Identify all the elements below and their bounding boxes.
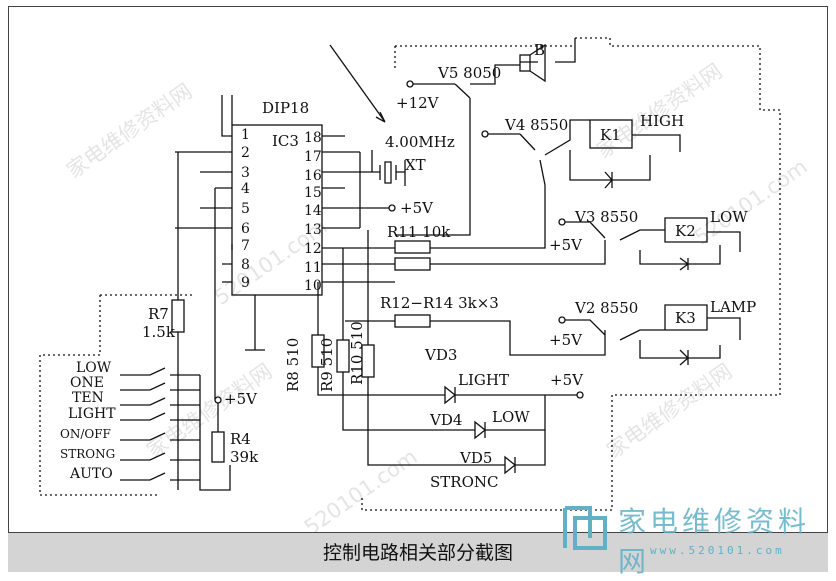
switch-auto-label: AUTO	[69, 466, 113, 482]
v2-transistor-label: V2 8550	[574, 299, 638, 317]
vd4-function-label: LOW	[492, 408, 530, 426]
k3-function-label: LAMP	[710, 298, 756, 316]
crystal-ref-label: XT	[405, 156, 426, 174]
watermark-logo-icon	[563, 506, 607, 550]
ic-package-label: DIP18	[262, 99, 309, 117]
v5-led-label: +5V	[550, 371, 584, 389]
pin-14: 14	[304, 203, 322, 219]
k2-function-label: LOW	[710, 208, 748, 226]
ic-left-pins: 1 2 3 4 5 6 7 8 9	[241, 127, 250, 291]
v4-transistor-label: V4 8550	[504, 116, 568, 134]
vd4-label: VD4	[429, 411, 462, 429]
r7-label: R7	[148, 305, 169, 323]
v5-v3-label: +5V	[549, 236, 583, 254]
pin-18: 18	[304, 130, 322, 146]
k2-label: K2	[675, 222, 696, 240]
v12-label: +12V	[396, 94, 440, 112]
r12-r14-label: R12−R14 3k×3	[380, 294, 499, 312]
r11-label: R11 10k	[387, 223, 451, 241]
diagram-caption: 控制电路相关部分截图	[322, 542, 513, 564]
watermark-logo-text: 家电维修资料网	[618, 505, 811, 578]
pin-15: 15	[304, 185, 322, 201]
pin-6: 6	[241, 221, 250, 237]
pin-9: 9	[241, 275, 250, 291]
ic-right-pins: 18 17 16 15 14 13 12 11 10	[304, 130, 322, 294]
v3-transistor-label: V3 8550	[574, 208, 638, 226]
r7-value-label: 1.5k	[142, 323, 176, 341]
pin-1: 1	[241, 127, 250, 143]
k1-function-label: HIGH	[640, 112, 684, 130]
ic-name-label: IC3	[272, 132, 299, 150]
pin-7: 7	[241, 238, 250, 254]
switch-low-label: LOW	[76, 360, 112, 376]
switch-onoff-label: ON/OFF	[60, 427, 111, 441]
switch-light-label: LIGHT	[68, 406, 116, 422]
v5-v2-label: +5V	[549, 331, 583, 349]
diagram-frame	[8, 6, 828, 572]
pin-3: 3	[241, 165, 250, 181]
vd5-function-label: STRONC	[430, 473, 498, 491]
switch-one-label: ONE	[70, 375, 104, 391]
switch-strong-label: STRONG	[60, 447, 115, 461]
switch-labels: LOW ONE TEN LIGHT ON/OFF STRONG AUTO	[60, 360, 116, 482]
vd3-function-label: LIGHT	[458, 371, 509, 389]
pin-17: 17	[304, 149, 322, 165]
vd5-label: VD5	[459, 449, 492, 467]
crystal-freq-label: 4.00MHz	[385, 133, 455, 151]
k3-label: K3	[675, 309, 696, 327]
caption-bar: 控制电路相关部分截图	[8, 532, 828, 572]
r9-label: R9 510	[318, 338, 336, 392]
v5-transistor-label: V5 8050	[437, 64, 501, 82]
k1-label: K1	[600, 126, 621, 144]
r8-label: R8 510	[284, 338, 302, 392]
pin-8: 8	[241, 257, 250, 273]
pin-5: 5	[241, 201, 250, 217]
buzzer-label: B	[534, 41, 545, 59]
vd3-label: VD3	[424, 346, 457, 364]
v5-ic-label: +5V	[400, 199, 434, 217]
switch-ten-label: TEN	[72, 390, 104, 406]
v5-r4-label: +5V	[224, 390, 258, 408]
pin-11: 11	[304, 260, 322, 276]
r10-label: R10 510	[348, 321, 366, 385]
watermark-logo-url: www.520101.com	[650, 544, 785, 557]
pin-2: 2	[241, 145, 250, 161]
pin-12: 12	[304, 241, 322, 257]
r4-value-label: 39k	[230, 448, 259, 466]
pin-4: 4	[241, 181, 250, 197]
pin-13: 13	[304, 222, 322, 238]
r4-label: R4	[230, 430, 251, 448]
pin-16: 16	[304, 168, 322, 184]
pin-10: 10	[304, 278, 322, 294]
